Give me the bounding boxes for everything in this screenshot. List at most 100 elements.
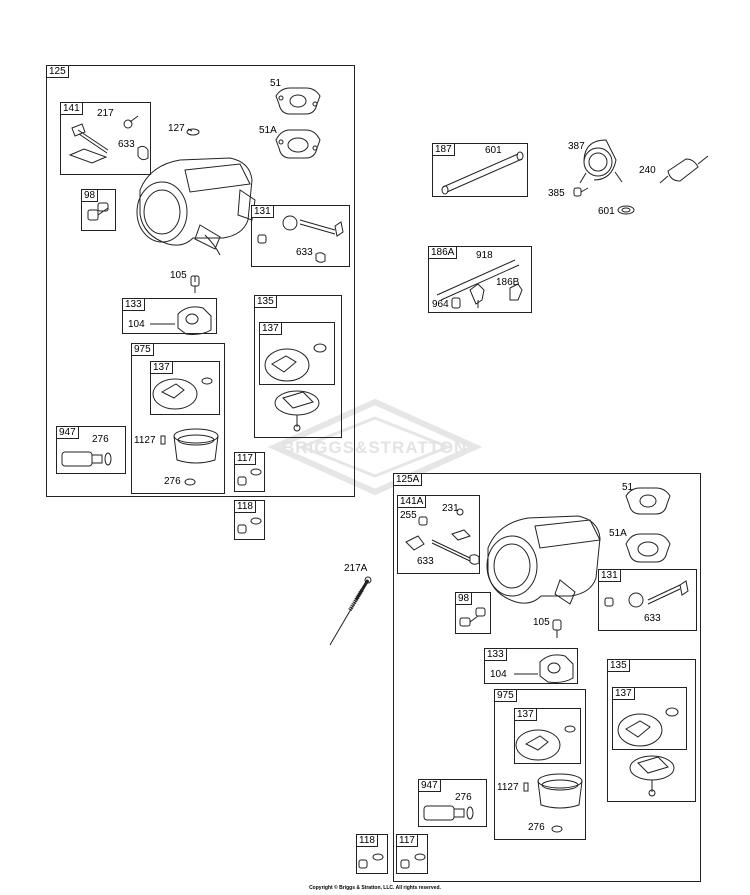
callout-label: 385 xyxy=(548,188,565,199)
screw-385-icon xyxy=(573,187,589,197)
carburetor-body-b-icon xyxy=(486,515,601,605)
group-label: 131 xyxy=(598,569,621,582)
group-label: 947 xyxy=(56,426,79,439)
group-box-133: 133 xyxy=(122,298,217,334)
callout-label: 51A xyxy=(259,125,277,136)
group-label: 141A xyxy=(397,495,427,508)
group-box-135-b: 135 xyxy=(607,659,696,802)
fuel-pump-387-icon xyxy=(579,139,623,184)
group-label: 135 xyxy=(254,295,277,308)
callout-label: 276 xyxy=(528,822,545,833)
group-label: 133 xyxy=(122,298,145,311)
callout-label: 186B xyxy=(496,277,520,288)
group-box-947: 947 xyxy=(56,426,126,474)
group-label: 98 xyxy=(455,592,473,605)
gasket-51a-b-icon xyxy=(625,533,671,563)
spacer-133-icon xyxy=(150,306,212,335)
callout-label: 217A xyxy=(344,563,368,574)
group-box-98-b: 98 xyxy=(455,592,491,634)
throttle-shaft-141a-icon xyxy=(405,508,480,565)
callout-label: 255 xyxy=(400,510,417,521)
spring-127-icon xyxy=(186,128,200,136)
group-box-125: 125 xyxy=(46,65,355,497)
group-label: 118 xyxy=(234,500,256,513)
group-label: 975 xyxy=(131,343,154,356)
fuel-hose-918-icon xyxy=(436,259,523,309)
group-box-131: 131 xyxy=(251,205,350,267)
callout-label: 127 xyxy=(168,123,185,134)
solenoid-947-b-icon xyxy=(423,805,474,821)
float-bowl-975-b-icon xyxy=(523,773,583,833)
group-box-118: 118 xyxy=(234,500,265,540)
copyright-footer: Copyright © Briggs & Stratton, LLC. All … xyxy=(309,885,441,891)
group-box-137-b: 137 xyxy=(150,361,220,415)
group-box-141a: 141A xyxy=(397,495,480,574)
callout-label: 51 xyxy=(622,482,634,493)
group-box-947-b: 947 xyxy=(418,779,487,827)
callout-label: 633 xyxy=(296,247,313,258)
callout-label: 1127 xyxy=(497,782,519,793)
group-box-135: 135 xyxy=(254,295,342,438)
spacer-133-b-icon xyxy=(514,654,574,683)
callout-label: 601 xyxy=(598,206,615,217)
callout-label: 240 xyxy=(639,165,656,176)
group-box-117-b: 117 xyxy=(396,834,428,874)
group-box-187: 187 xyxy=(432,143,528,197)
group-label: 125A xyxy=(393,473,423,486)
callout-label: 276 xyxy=(164,476,181,487)
callout-label: 105 xyxy=(170,270,187,281)
group-box-118-b: 118 xyxy=(356,834,388,874)
callout-label: 276 xyxy=(455,792,472,803)
group-box-137-c: 137 xyxy=(612,687,687,750)
choke-shaft-131-icon xyxy=(257,215,344,263)
callout-label: 633 xyxy=(417,556,434,567)
callout-label: 51A xyxy=(609,528,627,539)
group-box-137-a: 137 xyxy=(259,322,335,385)
group-box-125a: 125A xyxy=(393,473,701,882)
choke-shaft-131-b-icon xyxy=(604,580,689,608)
callout-label: 918 xyxy=(476,250,493,261)
gasket-51a-icon xyxy=(275,129,321,159)
group-label: 117 xyxy=(234,452,256,465)
gasket-137-d-icon xyxy=(617,707,679,747)
group-box-131-b: 131 xyxy=(598,569,697,631)
gasket-137-c-icon xyxy=(515,725,576,761)
group-label: 137 xyxy=(150,361,173,374)
callout-label: 276 xyxy=(92,434,109,445)
group-label: 137 xyxy=(259,322,282,335)
group-box-975: 975 xyxy=(131,343,225,494)
callout-label: 633 xyxy=(644,613,661,624)
gasket-51-b-icon xyxy=(625,487,671,515)
idle-screw-98-b-icon xyxy=(459,607,486,627)
throttle-shaft-icon xyxy=(68,119,149,164)
group-box-141: 141 xyxy=(60,102,151,175)
group-box-186a: 186A xyxy=(428,246,532,313)
callout-label: 231 xyxy=(442,503,459,514)
group-label: 133 xyxy=(484,648,507,661)
screw-118-b-icon xyxy=(358,853,384,869)
group-box-133-b: 133 xyxy=(484,648,578,684)
callout-label: 51 xyxy=(270,78,282,89)
screw-118-icon xyxy=(237,517,262,534)
group-label: 975 xyxy=(494,689,517,702)
callout-label: 105 xyxy=(533,617,550,628)
clamp-601-icon xyxy=(617,205,635,215)
carburetor-body-icon xyxy=(136,157,256,256)
idle-screw-98-icon xyxy=(87,202,109,221)
gasket-137-icon xyxy=(152,377,213,410)
fuel-filter-240-icon xyxy=(659,155,709,184)
float-bowl-975-icon xyxy=(160,428,219,486)
gasket-51-icon xyxy=(275,87,321,115)
callout-label: 964 xyxy=(432,299,449,310)
group-box-137-d: 137 xyxy=(514,708,581,764)
group-label: 135 xyxy=(607,659,630,672)
group-label: 117 xyxy=(396,834,418,847)
callout-label: 1127 xyxy=(134,435,156,446)
screw-105-b-icon xyxy=(552,619,562,638)
group-box-117: 117 xyxy=(234,452,265,492)
callout-label: 104 xyxy=(490,669,507,680)
callout-label: 217 xyxy=(97,108,114,119)
group-label: 125 xyxy=(46,65,69,78)
